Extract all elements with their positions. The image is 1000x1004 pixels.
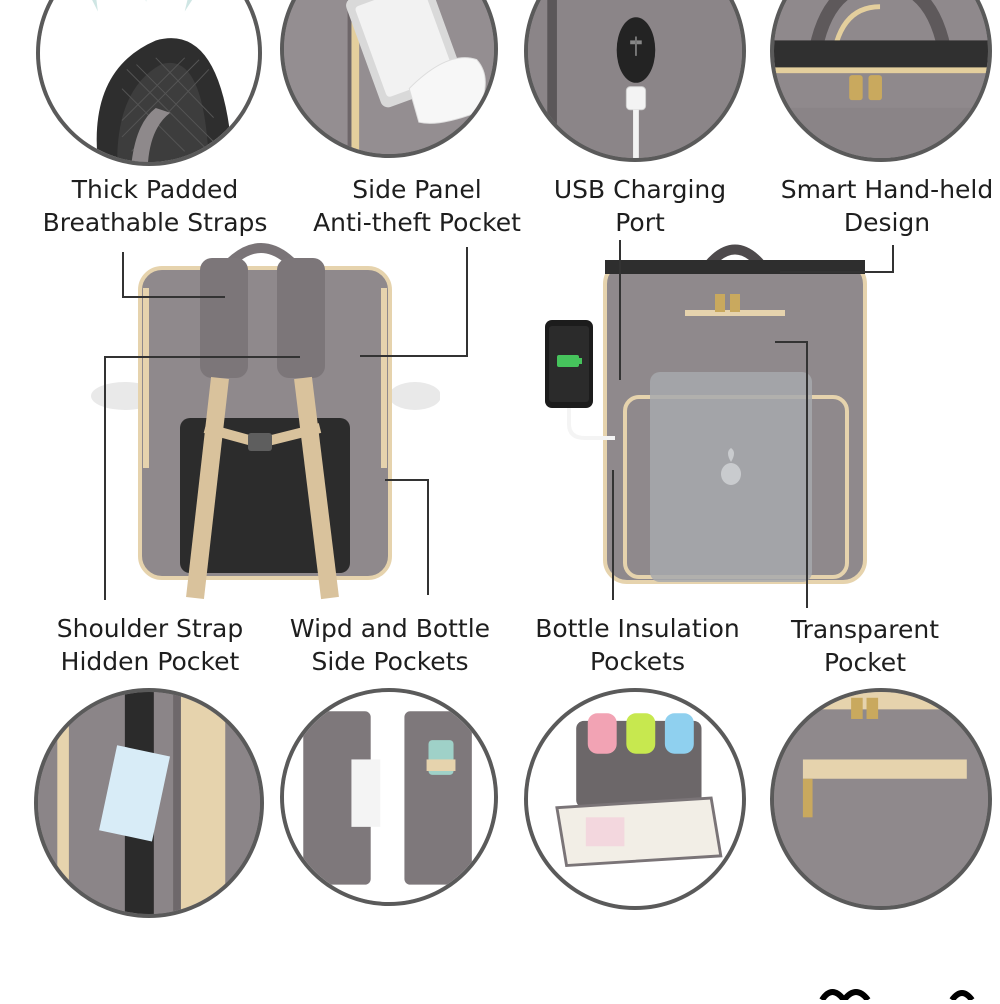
backpack-front-view bbox=[590, 222, 880, 587]
detail-circle-wipe bbox=[280, 688, 498, 906]
detail-circle-insulation bbox=[524, 688, 746, 910]
charging-phone-icon bbox=[545, 320, 615, 445]
mesh-strap-icon bbox=[40, 0, 258, 162]
card-in-pocket-icon bbox=[38, 692, 260, 914]
detail-circle-straps bbox=[36, 0, 262, 166]
zip-handle-icon bbox=[774, 0, 988, 158]
detail-circle-side-panel bbox=[280, 0, 498, 158]
backpack-back-view bbox=[85, 228, 440, 608]
usb-port-icon bbox=[528, 0, 742, 158]
tissue-bottle-icon bbox=[284, 692, 494, 902]
detail-circle-shoulder bbox=[34, 688, 264, 918]
brand-logo-fragment bbox=[802, 984, 992, 1004]
baby-bottles-icon bbox=[528, 692, 742, 906]
detail-circle-usb bbox=[524, 0, 746, 162]
detail-circle-handle bbox=[770, 0, 992, 162]
detail-circle-transparent bbox=[770, 688, 992, 910]
zipper-pocket-icon bbox=[774, 692, 988, 906]
phone-in-pocket-icon bbox=[284, 0, 494, 154]
